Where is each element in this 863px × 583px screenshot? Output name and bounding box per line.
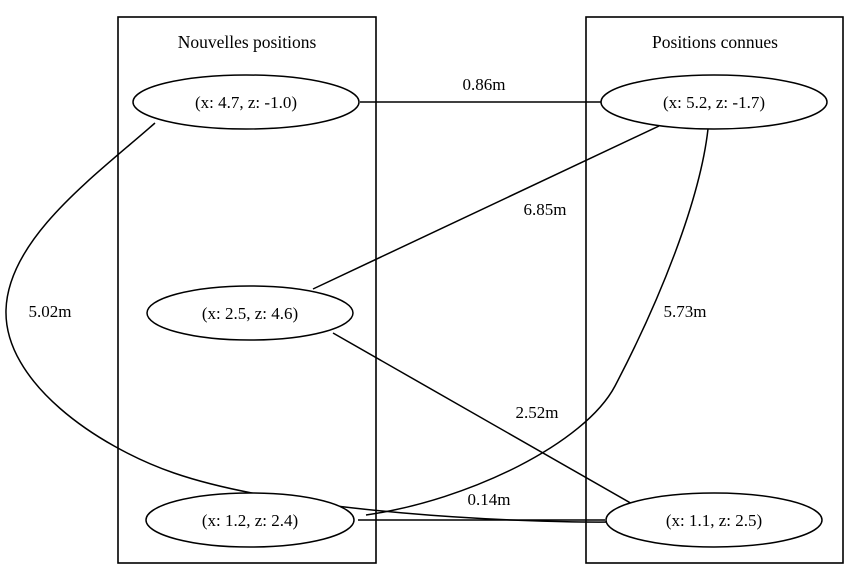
node-ellipse[interactable]	[132, 74, 360, 130]
edge-label-0.86m: 0.86m	[463, 75, 506, 94]
cluster-title-positions-connues: Positions connues	[652, 32, 778, 52]
node-ellipse[interactable]	[145, 492, 355, 548]
edge-label-5.73m: 5.73m	[664, 302, 707, 321]
node-nouvelle-3[interactable]: (x: 1.2, z: 2.4)	[145, 492, 355, 548]
node-label: (x: 1.1, z: 2.5)	[666, 511, 762, 530]
edge-label-2.52m: 2.52m	[516, 403, 559, 422]
edge-label-6.85m: 6.85m	[524, 200, 567, 219]
node-label: (x: 2.5, z: 4.6)	[202, 304, 298, 323]
edge-path-6.85m	[312, 125, 660, 290]
edge-path-5.02m	[5, 122, 614, 523]
node-ellipse[interactable]	[600, 74, 828, 130]
node-connue-1[interactable]: (x: 5.2, z: -1.7)	[600, 74, 828, 130]
edge-label-0.14m: 0.14m	[468, 490, 511, 509]
cluster-box-nouvelles-positions	[117, 16, 377, 564]
edge-label-5.02m: 5.02m	[29, 302, 72, 321]
edge-path-5.73m	[365, 128, 709, 516]
node-label: (x: 1.2, z: 2.4)	[202, 511, 298, 530]
node-nouvelle-1[interactable]: (x: 4.7, z: -1.0)	[132, 74, 360, 130]
node-ellipse[interactable]	[146, 285, 354, 341]
node-connue-2[interactable]: (x: 1.1, z: 2.5)	[605, 492, 823, 548]
node-nouvelle-2[interactable]: (x: 2.5, z: 4.6)	[146, 285, 354, 341]
cluster-title-nouvelles-positions: Nouvelles positions	[178, 32, 317, 52]
cluster-box-positions-connues	[585, 16, 844, 564]
node-ellipse[interactable]	[605, 492, 823, 548]
node-label: (x: 5.2, z: -1.7)	[663, 93, 765, 112]
node-label: (x: 4.7, z: -1.0)	[195, 93, 297, 112]
edge-path-2.52m	[332, 332, 642, 510]
